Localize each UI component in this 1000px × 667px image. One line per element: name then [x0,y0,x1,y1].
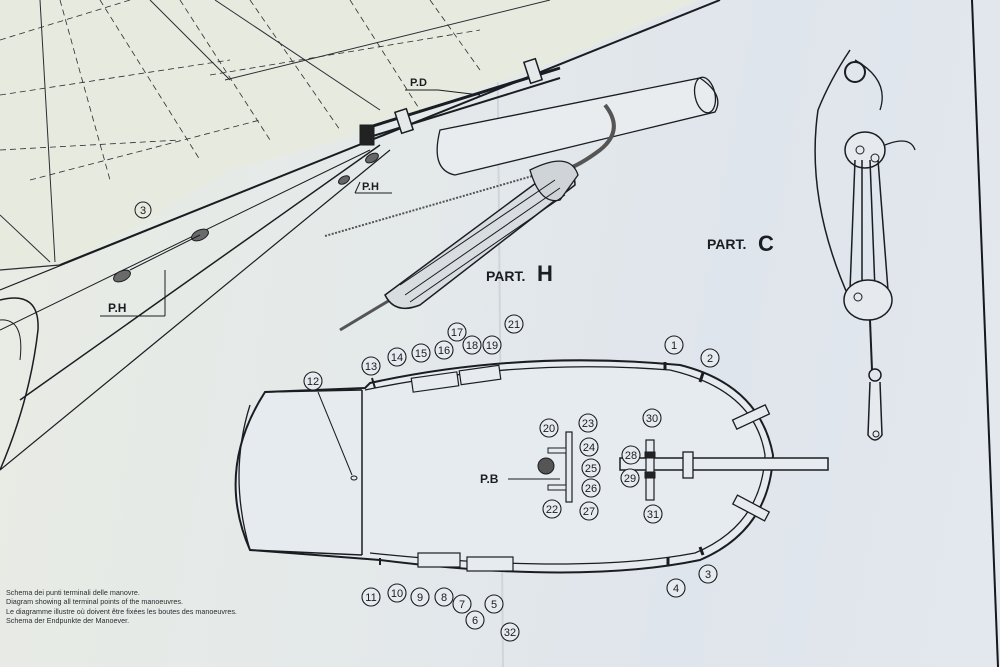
terminal-point-number: 7 [459,599,465,611]
terminal-point-number: 23 [582,418,594,430]
part-c-detail [814,49,916,441]
terminal-point-number: 22 [546,504,558,516]
terminal-point-number: 16 [438,345,450,357]
label-ph-left: P.H [100,270,166,317]
terminal-point-8: 8 [434,587,454,607]
caption-block: Schema dei punti terminali delle manovre… [6,588,246,626]
terminal-point-19: 19 [482,335,502,355]
terminal-point-number: 21 [508,319,520,331]
terminal-point-number: 4 [673,583,679,595]
terminal-point-18: 18 [462,335,482,355]
caption-english: Diagram showing all terminal points of t… [6,597,183,607]
svg-text:C: C [758,231,774,256]
terminal-point-4: 4 [666,578,686,598]
terminal-point-6: 6 [465,610,485,630]
terminal-point-number: 8 [441,592,447,604]
terminal-point-17: 17 [447,322,467,342]
terminal-point-number: 32 [504,627,516,639]
terminal-point-12: 12 [303,371,323,391]
terminal-point-number: 19 [486,340,498,352]
terminal-point-31: 31 [643,504,663,524]
terminal-point-23: 23 [578,413,598,433]
svg-text:P.D: P.D [410,77,427,89]
caption-italian: Schema dei punti terminali delle manovre… [6,588,140,597]
terminal-point-number: 20 [543,423,555,435]
terminal-point-26: 26 [581,478,601,498]
terminal-point-number: 27 [583,506,595,518]
label-pb: P.B [480,472,499,486]
terminal-point-16: 16 [434,340,454,360]
terminal-point-5: 5 [484,594,504,614]
terminal-point-number: 9 [417,592,423,604]
terminal-point-number: 1 [671,340,677,352]
terminal-point-number: 6 [472,615,478,627]
terminal-point-number: 10 [391,588,403,600]
terminal-point-number: 13 [365,361,377,373]
terminal-point-3: 3 [698,564,718,584]
terminal-point-28: 28 [621,445,641,465]
svg-text:P.H: P.H [108,301,126,315]
terminal-point-21: 21 [504,314,524,334]
svg-text:P.B: P.B [480,472,499,486]
terminal-point-15: 15 [411,343,431,363]
terminal-point-number: 11 [365,592,376,604]
terminal-point-7: 7 [452,594,472,614]
terminal-point-number: 17 [451,327,463,339]
terminal-point-number: 2 [707,353,713,365]
circle-3-upper: 3 [134,201,152,219]
terminal-point-number: 12 [307,376,319,388]
terminal-point-11: 11 [361,587,381,607]
terminal-point-number: 26 [585,483,597,495]
caption-french: Le diagramme illustre où doivent être fi… [6,606,237,616]
deck-plan [234,359,829,574]
part-h-detail [324,76,719,332]
terminal-point-29: 29 [620,468,640,488]
terminal-point-number: 5 [491,599,497,611]
bowsprit [0,0,721,471]
terminal-point-number: 24 [583,442,595,454]
terminal-point-9: 9 [410,587,430,607]
terminal-point-22: 22 [542,499,562,519]
terminal-point-32: 32 [500,622,520,642]
terminal-point-number: 29 [624,473,636,485]
terminal-point-10: 10 [387,583,407,603]
svg-text:P.H: P.H [362,181,379,193]
label-part-h: PART. H [486,261,553,286]
terminal-point-13: 13 [361,356,381,376]
svg-text:PART.: PART. [707,236,746,252]
terminal-point-number: 30 [646,413,658,425]
terminal-point-number: 15 [415,348,427,360]
svg-text:PART.: PART. [486,268,525,284]
terminal-point-30: 30 [642,408,662,428]
sheet-border [971,0,999,667]
caption-german: Schema der Endpunkte der Manoever. [6,616,130,626]
svg-text:3: 3 [140,205,146,217]
terminal-point-number: 25 [585,463,597,475]
terminal-point-number: 28 [625,450,637,462]
terminal-point-24: 24 [579,437,599,457]
terminal-point-27: 27 [579,501,599,521]
label-pd: P.D [405,77,481,96]
terminal-point-number: 14 [391,352,403,364]
terminal-point-20: 20 [539,418,559,438]
terminal-point-2: 2 [700,348,720,368]
terminal-point-number: 3 [705,569,711,581]
terminal-point-1: 1 [664,335,684,355]
terminal-point-14: 14 [387,347,407,367]
terminal-point-number: 18 [466,340,478,352]
terminal-point-25: 25 [581,458,601,478]
label-part-c: PART. C [707,231,774,256]
label-ph-top: P.H [354,181,392,194]
svg-text:H: H [537,261,553,286]
terminal-point-number: 31 [647,509,659,521]
